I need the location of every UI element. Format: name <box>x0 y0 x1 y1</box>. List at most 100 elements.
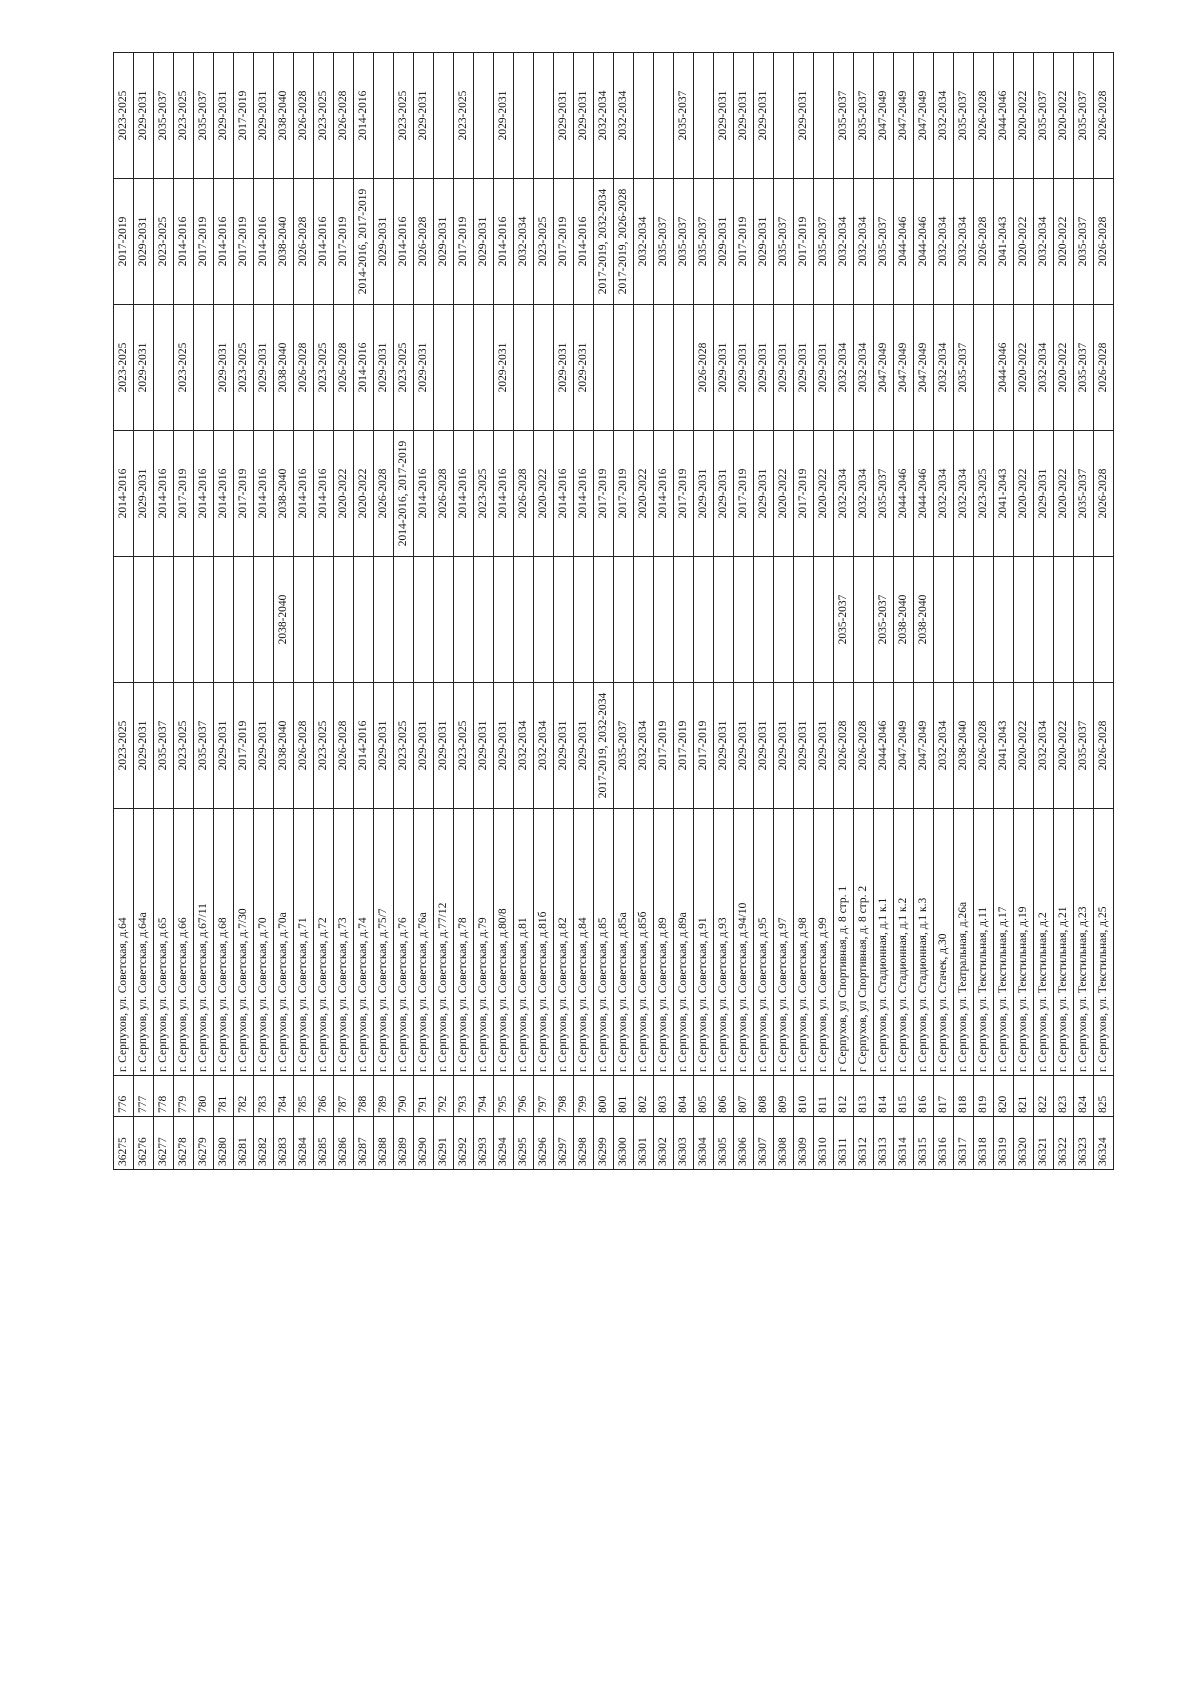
cell-row-number: 776 <box>113 1075 134 1117</box>
cell-period-3: 2014-2016 <box>113 430 134 557</box>
cell-row-number: 825 <box>1093 1075 1114 1117</box>
cell-period-2 <box>533 556 554 683</box>
cell-period-5: 2014-2016 <box>573 178 594 305</box>
cell-period-6: 2029-2031 <box>413 52 434 179</box>
cell-registry-id: 36295 <box>513 1116 534 1170</box>
cell-period-4: 2020-2022 <box>1053 304 1074 431</box>
cell-period-6 <box>773 52 794 179</box>
cell-period-2 <box>473 556 494 683</box>
cell-period-2: 2035-2037 <box>873 556 894 683</box>
cell-address: г. Серпухов, ул. Советская, д.64а <box>133 808 154 1076</box>
cell-address: г. Серпухов, ул. Советская, д.91 <box>693 808 714 1076</box>
cell-registry-id: 36303 <box>673 1116 694 1170</box>
cell-address: г. Серпухов, ул. Советская, д.84 <box>573 808 594 1076</box>
cell-period-3: 2014-2016 <box>653 430 674 557</box>
cell-period-4: 2029-2031 <box>133 304 154 431</box>
cell-row-number: 817 <box>933 1075 954 1117</box>
cell-period-2 <box>1013 556 1034 683</box>
cell-row-number: 787 <box>333 1075 354 1117</box>
cell-period-6 <box>813 52 834 179</box>
cell-period-3: 2014-2016 <box>553 430 574 557</box>
cell-address: г. Серпухов, ул. Советская, д.93 <box>713 808 734 1076</box>
cell-row-number: 798 <box>553 1075 574 1117</box>
cell-period-4: 2020-2022 <box>1013 304 1034 431</box>
cell-registry-id: 36317 <box>953 1116 974 1170</box>
cell-period-1: 2038-2040 <box>953 682 974 809</box>
cell-period-2 <box>753 556 774 683</box>
cell-period-2 <box>713 556 734 683</box>
cell-period-6: 2032-2034 <box>593 52 614 179</box>
cell-period-3: 2032-2034 <box>953 430 974 557</box>
cell-registry-id: 36311 <box>833 1116 854 1170</box>
cell-row-number: 809 <box>773 1075 794 1117</box>
cell-period-5: 2032-2034 <box>933 178 954 305</box>
cell-address: г. Серпухов, ул. Советская, д.80/8 <box>493 808 514 1076</box>
cell-period-6: 2029-2031 <box>793 52 814 179</box>
cell-period-4 <box>653 304 674 431</box>
cell-period-1: 2035-2037 <box>153 682 174 809</box>
cell-period-1: 2035-2037 <box>193 682 214 809</box>
cell-row-number: 794 <box>473 1075 494 1117</box>
cell-period-1: 2026-2028 <box>293 682 314 809</box>
cell-address: г. Серпухов, ул. Текстильная, д.2 <box>1033 808 1054 1076</box>
cell-row-number: 800 <box>593 1075 614 1117</box>
cell-registry-id: 36298 <box>573 1116 594 1170</box>
cell-period-1: 2029-2031 <box>733 682 754 809</box>
cell-period-4: 2029-2031 <box>713 304 734 431</box>
cell-period-6 <box>633 52 654 179</box>
cell-period-1: 2017-2019 <box>233 682 254 809</box>
cell-period-4: 2029-2031 <box>773 304 794 431</box>
cell-period-5: 2014-2016 <box>253 178 274 305</box>
cell-period-3: 2032-2034 <box>833 430 854 557</box>
cell-row-number: 813 <box>853 1075 874 1117</box>
cell-row-number: 778 <box>153 1075 174 1117</box>
cell-period-2 <box>933 556 954 683</box>
cell-period-3: 2014-2016 <box>213 430 234 557</box>
cell-period-1: 2026-2028 <box>973 682 994 809</box>
cell-period-2 <box>213 556 234 683</box>
cell-period-1: 2017-2019, 2032-2034 <box>593 682 614 809</box>
cell-address: г. Серпухов, ул. Советская, д.70 <box>253 808 274 1076</box>
cell-period-2 <box>333 556 354 683</box>
cell-row-number: 804 <box>673 1075 694 1117</box>
cell-period-4: 2029-2031 <box>493 304 514 431</box>
cell-period-5: 2014-2016 <box>393 178 414 305</box>
cell-period-5: 2035-2037 <box>693 178 714 305</box>
cell-period-4: 2029-2031 <box>373 304 394 431</box>
cell-period-6: 2032-2034 <box>933 52 954 179</box>
cell-address: г. Серпухов, ул. Текстильная, д.25 <box>1093 808 1114 1076</box>
cell-period-6: 2026-2028 <box>973 52 994 179</box>
cell-address: г. Серпухов, ул. Советская, д.70а <box>273 808 294 1076</box>
cell-period-2 <box>513 556 534 683</box>
cell-registry-id: 36314 <box>893 1116 914 1170</box>
cell-period-3: 2029-2031 <box>713 430 734 557</box>
cell-period-4: 2023-2025 <box>173 304 194 431</box>
cell-period-1: 2020-2022 <box>1053 682 1074 809</box>
cell-row-number: 803 <box>653 1075 674 1117</box>
cell-period-5: 2029-2031 <box>473 178 494 305</box>
cell-period-6: 2029-2031 <box>493 52 514 179</box>
cell-row-number: 816 <box>913 1075 934 1117</box>
cell-period-3: 2032-2034 <box>853 430 874 557</box>
cell-registry-id: 36296 <box>533 1116 554 1170</box>
cell-period-3: 2017-2019 <box>793 430 814 557</box>
cell-registry-id: 36320 <box>1013 1116 1034 1170</box>
cell-period-4 <box>433 304 454 431</box>
cell-period-1: 2029-2031 <box>713 682 734 809</box>
cell-period-4: 2029-2031 <box>793 304 814 431</box>
cell-registry-id: 36299 <box>593 1116 614 1170</box>
